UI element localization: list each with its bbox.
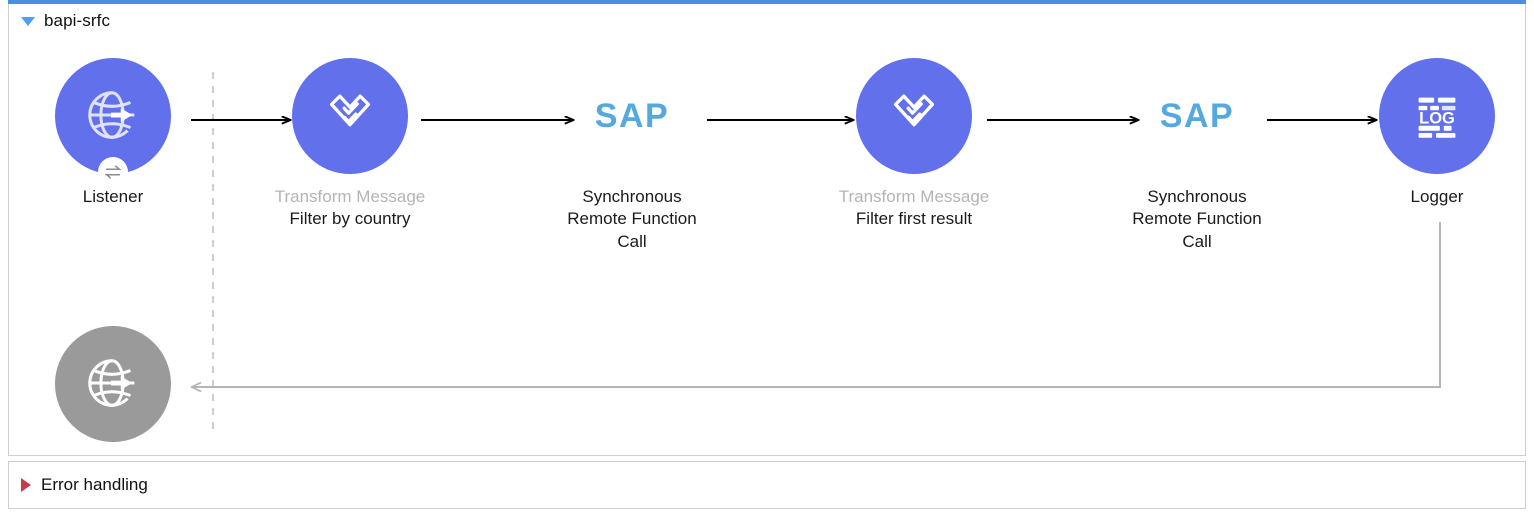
flow-accent-bar — [8, 0, 1526, 6]
sap-logo: SAP — [594, 96, 670, 135]
node-listener[interactable]: Listener — [8, 58, 218, 208]
sap1-labels: Synchronous Remote Function Call — [527, 186, 737, 253]
listener-badge — [98, 157, 128, 187]
error-handling-title: Error handling — [41, 475, 148, 494]
sap2-logo-wrap[interactable]: SAP — [1092, 58, 1302, 174]
transform2-sublabel: Transform Message — [838, 187, 990, 206]
node-transform-message-2[interactable]: Transform Message Filter first result — [809, 58, 1019, 231]
sap2-label-line2: Remote Function — [1132, 209, 1262, 229]
node-response[interactable] — [8, 326, 218, 442]
listener-label: Listener — [82, 187, 144, 206]
sap2-label-line1: Synchronous — [1147, 187, 1247, 206]
flow-header: bapi-srfc — [9, 4, 110, 38]
transform2-label: Filter first result — [855, 209, 973, 229]
logger-icon: LOG — [1418, 97, 1456, 138]
dataweave-transform-icon — [893, 94, 935, 127]
response-circle[interactable] — [55, 326, 171, 442]
sap1-label-line3: Call — [617, 231, 647, 251]
transform1-circle[interactable] — [292, 58, 408, 174]
triangle-down-icon[interactable] — [21, 16, 35, 26]
transform1-sublabel: Transform Message — [274, 187, 426, 206]
transform1-label: Filter by country — [289, 209, 411, 229]
flow-panel: bapi-srfc — [8, 4, 1526, 456]
sap1-label-line1: Synchronous — [582, 187, 682, 206]
connector-layer — [9, 72, 1441, 429]
node-sap-srfc-2[interactable]: SAP Synchronous Remote Function Call — [1092, 58, 1302, 253]
transform2-circle[interactable] — [856, 58, 972, 174]
node-logger[interactable]: LOG Logger — [1332, 58, 1534, 208]
error-handling-panel[interactable]: Error handling — [8, 461, 1526, 509]
flow-title: bapi-srfc — [44, 11, 111, 30]
sap2-labels: Synchronous Remote Function Call — [1092, 186, 1302, 253]
sap1-logo-wrap[interactable]: SAP — [527, 58, 737, 174]
globe-arrow-icon — [88, 91, 135, 139]
logger-label: Logger — [1410, 187, 1464, 206]
globe-arrow-icon — [88, 359, 135, 407]
listener-labels: Listener — [8, 186, 218, 208]
logger-labels: Logger — [1332, 186, 1534, 208]
logger-icon-text: LOG — [1419, 109, 1455, 127]
transform1-labels: Transform Message Filter by country — [245, 186, 455, 231]
listener-circle[interactable] — [55, 58, 171, 187]
triangle-right-icon[interactable] — [21, 478, 31, 492]
transform2-labels: Transform Message Filter first result — [809, 186, 1019, 231]
bidirectional-arrows-icon — [104, 165, 122, 179]
node-sap-srfc-1[interactable]: SAP Synchronous Remote Function Call — [527, 58, 737, 253]
sap-logo: SAP — [1159, 96, 1235, 135]
dataweave-transform-icon — [329, 94, 371, 127]
sap2-label-line3: Call — [1182, 231, 1212, 251]
sap1-label-line2: Remote Function — [567, 209, 697, 229]
node-transform-message-1[interactable]: Transform Message Filter by country — [245, 58, 455, 231]
logger-circle[interactable]: LOG — [1379, 58, 1495, 174]
